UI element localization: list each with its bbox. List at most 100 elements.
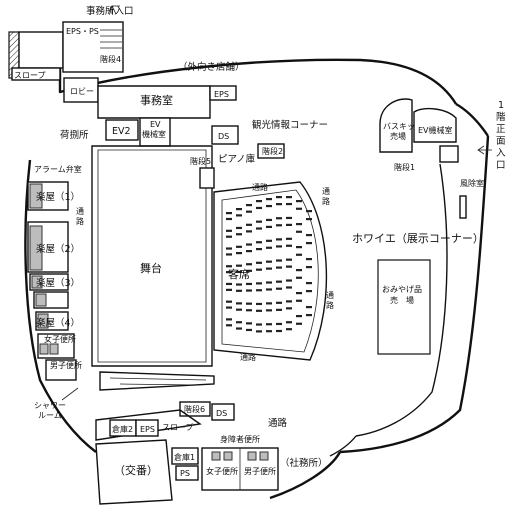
seat	[266, 246, 272, 249]
seat	[246, 302, 252, 305]
ds-bottom-room	[211, 403, 235, 421]
seat	[256, 268, 262, 271]
windbreak-label: 風除室	[460, 178, 484, 188]
seat	[296, 223, 302, 226]
ds-top-room	[211, 125, 239, 145]
seat	[286, 196, 292, 199]
seat	[286, 265, 292, 268]
seat	[226, 271, 232, 274]
seat	[296, 230, 302, 233]
ev2-room	[105, 119, 139, 141]
seat	[266, 309, 272, 312]
seat	[296, 292, 302, 295]
seat	[236, 208, 242, 211]
outer-walls	[24, 58, 490, 500]
seat	[276, 287, 282, 290]
bus-ticket-label: バスキップ売場	[383, 122, 423, 141]
seat	[256, 206, 262, 210]
seat	[276, 266, 282, 269]
bottom-service-block	[95, 409, 202, 441]
ds-top-label: DS	[218, 132, 229, 141]
seat	[306, 266, 312, 269]
men-wc-label: 男子便所	[244, 466, 276, 476]
seat	[256, 309, 262, 312]
seat	[266, 218, 272, 222]
seat	[286, 300, 292, 303]
seat	[306, 218, 312, 221]
green-room-4-label: 楽屋（4）	[36, 317, 80, 329]
seat	[256, 200, 262, 203]
seat	[286, 216, 292, 220]
stairs-5-label: 階段5	[190, 156, 211, 166]
passage-mid-label: 通路	[240, 352, 256, 362]
seat	[296, 315, 302, 318]
stage-area	[91, 145, 215, 391]
seat	[226, 217, 232, 221]
social-office-label: （社務所）	[280, 457, 328, 469]
seat	[306, 234, 312, 237]
women-wc-label: 女子便所	[206, 466, 238, 476]
seat	[236, 283, 242, 286]
seat	[226, 212, 232, 215]
seat	[246, 230, 252, 233]
tourism-label: 観光情報コーナー	[252, 119, 328, 131]
ds-bottom-label: DS	[216, 409, 227, 418]
seat	[226, 300, 232, 303]
stairs-6-label: 階段6	[184, 404, 205, 414]
seat	[236, 289, 242, 292]
disabled-wc-label: 身障者便所	[220, 434, 260, 444]
passage-right2-label: 通路	[326, 290, 334, 310]
seat	[226, 247, 232, 250]
seat	[296, 322, 302, 325]
seat	[236, 252, 242, 255]
auditorium	[213, 181, 328, 361]
seat	[276, 245, 282, 248]
ps-label: PS	[180, 469, 190, 478]
storage-1-room	[171, 447, 199, 465]
loading-label: 荷捌所	[60, 129, 89, 141]
alarm-valve-label: アラーム弁室	[34, 164, 82, 174]
passage-bottom-label: 通路	[268, 417, 288, 429]
office-entrance-block	[8, 5, 124, 81]
seat	[266, 330, 272, 333]
seat	[276, 280, 282, 283]
stairs-4-label: 階段4	[100, 54, 121, 64]
storage-1-label: 倉庫1	[174, 452, 195, 462]
outward-shop-label: （外向き店舗）	[178, 61, 245, 73]
bus-ticket-booth	[379, 98, 413, 153]
seat	[306, 290, 312, 293]
ev-machine-2-label: EV機械室	[418, 125, 453, 135]
seat	[236, 233, 242, 236]
seat	[286, 223, 292, 227]
ps-room	[175, 465, 199, 481]
souvenir-shop	[377, 259, 431, 355]
seat	[276, 203, 282, 206]
seat	[286, 307, 292, 310]
seat	[296, 269, 302, 272]
seat	[246, 250, 252, 253]
seat	[266, 323, 272, 326]
stairs-2-label: 階段2	[262, 146, 283, 156]
seat	[296, 200, 302, 203]
seat	[256, 330, 262, 333]
seat	[226, 324, 232, 327]
seat	[276, 308, 282, 311]
shower-label: シャワールーム	[34, 401, 66, 420]
seat	[226, 288, 232, 291]
seat	[226, 282, 232, 286]
seat	[256, 220, 262, 223]
seat	[266, 267, 272, 270]
seat	[226, 306, 232, 309]
seat	[286, 244, 292, 247]
office-room	[97, 85, 237, 119]
seat	[226, 229, 232, 232]
seat	[266, 204, 272, 208]
seat	[256, 248, 262, 251]
seat	[246, 289, 252, 292]
green-room-2-label: 楽屋（2）	[36, 243, 80, 255]
stairs-6-block	[179, 401, 211, 417]
seat	[236, 327, 242, 330]
seat	[236, 264, 242, 267]
seat	[236, 214, 242, 217]
